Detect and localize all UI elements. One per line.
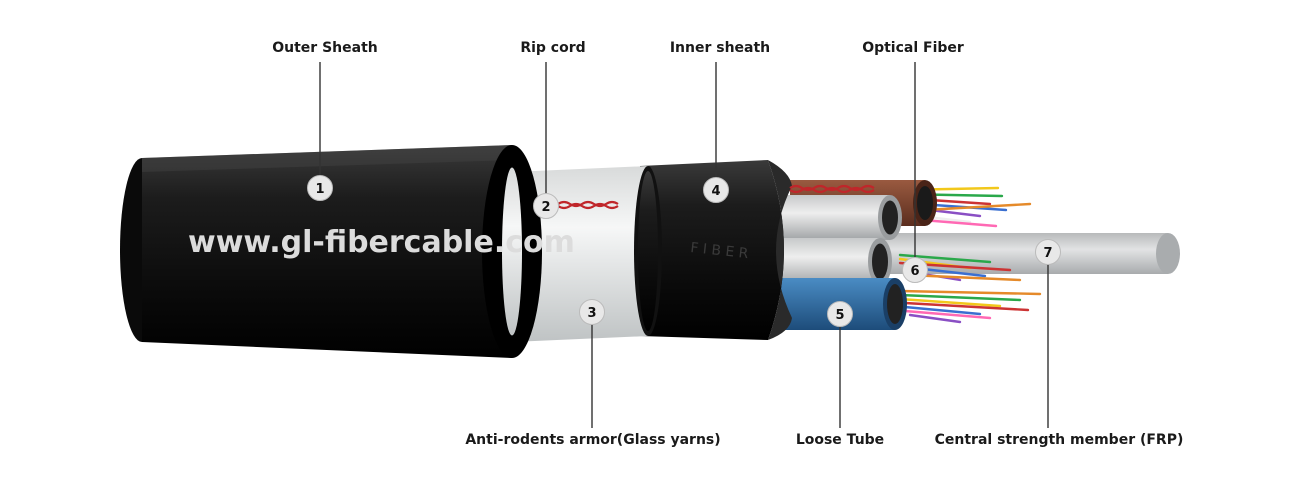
svg-text:6: 6 xyxy=(910,264,919,279)
label-rip-cord: Rip cord xyxy=(520,40,586,56)
outer-sheath-layer xyxy=(120,145,542,358)
svg-text:5: 5 xyxy=(835,308,844,323)
marker-4: 4 xyxy=(703,177,729,203)
label-optical-fiber: Optical Fiber xyxy=(862,40,964,56)
marker-6: 6 xyxy=(902,257,928,283)
inner-sheath-layer: F I B E R xyxy=(640,160,792,340)
svg-text:3: 3 xyxy=(587,306,596,321)
watermark-text: www.gl-fibercable.com xyxy=(188,225,575,260)
svg-text:F I B E R: F I B E R xyxy=(690,240,750,262)
label-inner-sheath: Inner sheath xyxy=(669,40,771,56)
svg-text:2: 2 xyxy=(541,200,550,215)
label-armor: Anti-rodents armor(Glass yarns) xyxy=(465,432,721,448)
svg-text:1: 1 xyxy=(315,182,324,197)
svg-text:4: 4 xyxy=(711,184,720,199)
marker-5: 5 xyxy=(827,301,853,327)
label-loose-tube: Loose Tube xyxy=(795,432,885,448)
leader-lines xyxy=(319,62,1049,428)
marker-2: 2 xyxy=(533,193,559,219)
marker-1: 1 xyxy=(307,175,333,201)
label-outer-sheath: Outer Sheath xyxy=(272,40,378,56)
marker-7: 7 xyxy=(1035,239,1061,265)
svg-text:7: 7 xyxy=(1043,246,1052,261)
marker-3: 3 xyxy=(579,299,605,325)
label-strength-member: Central strength member (FRP) xyxy=(934,432,1184,448)
